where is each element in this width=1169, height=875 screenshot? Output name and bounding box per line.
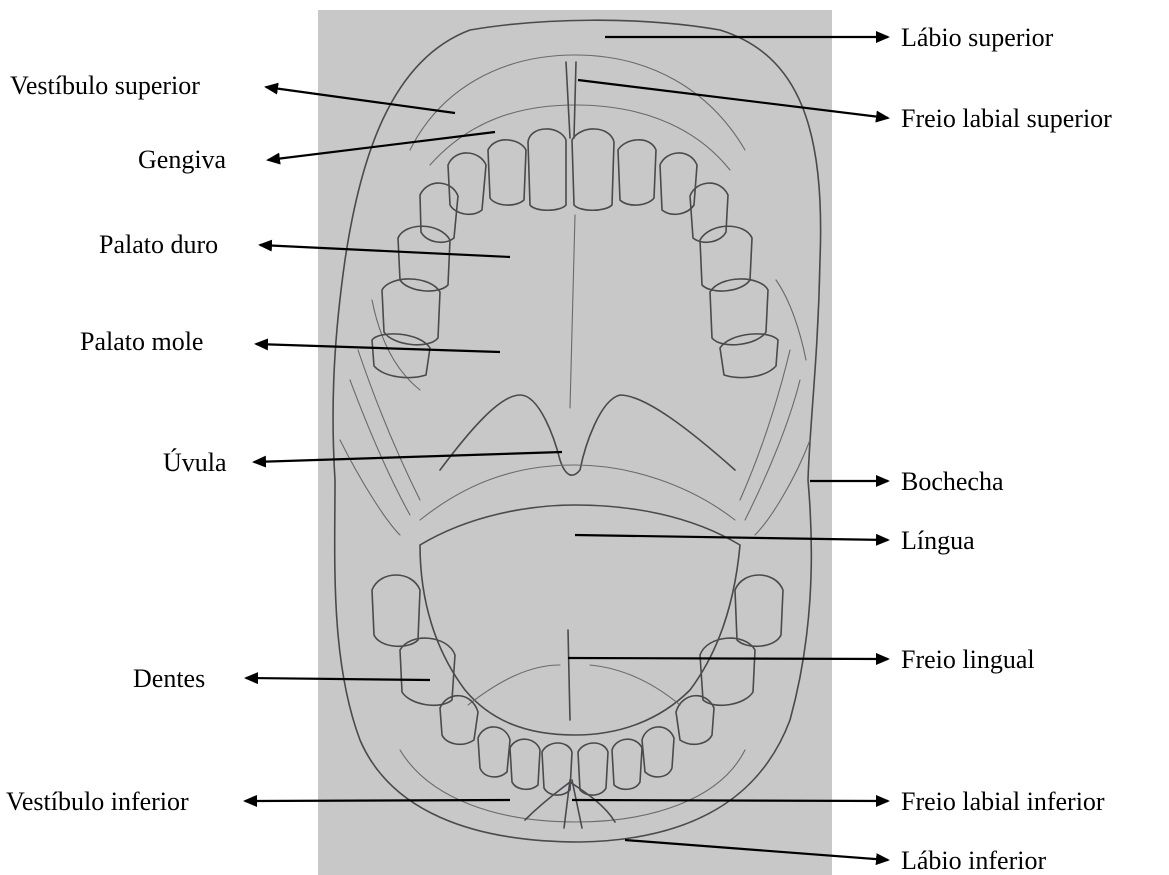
label-bochecha: Bochecha [901,467,1004,496]
label-freio-labial-inferior: Freio labial inferior [901,787,1105,816]
arrow-vestibulo-inferior [245,800,510,801]
label-gengiva: Gengiva [138,145,227,174]
label-uvula: Úvula [163,448,227,477]
label-vestibulo-superior: Vestíbulo superior [10,71,200,100]
label-freio-labial-superior: Freio labial superior [901,104,1112,133]
label-palato-duro: Palato duro [99,230,218,259]
arrow-freio-lingual [568,658,888,659]
label-dentes: Dentes [133,664,205,693]
label-labio-superior: Lábio superior [901,23,1054,52]
label-labio-inferior: Lábio inferior [901,846,1046,875]
label-palato-mole: Palato mole [80,327,203,356]
label-vestibulo-inferior: Vestíbulo inferior [6,787,189,816]
paper-sheet [318,10,832,875]
label-lingua: Língua [901,526,975,555]
arrow-freio-labial-inferior [572,800,888,801]
label-freio-lingual: Freio lingual [901,645,1035,674]
